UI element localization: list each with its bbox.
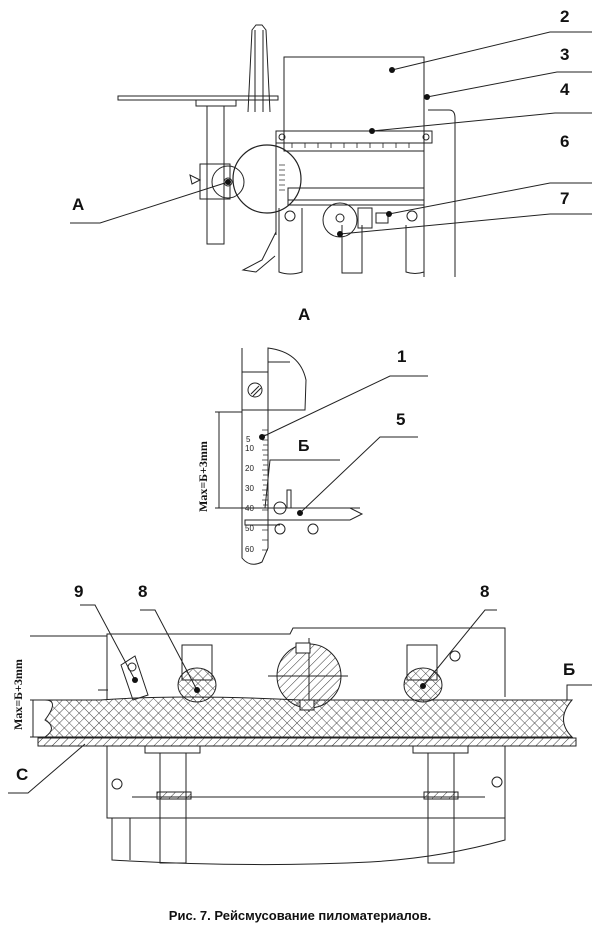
section-max-dimension-label: Max=Б+3mm: [11, 659, 25, 730]
detail-view-a: [215, 347, 364, 565]
figure-caption: Рис. 7. Рейсмусование пиломатериалов.: [168, 908, 432, 923]
housing-2: [283, 56, 425, 152]
top-callout-lines: [70, 31, 592, 235]
section-view: [30, 627, 592, 866]
callout-8-right: 8: [480, 582, 489, 601]
dimension-ref-b: Б: [298, 438, 310, 455]
callout-4: 4: [560, 80, 570, 99]
table-c: [37, 737, 577, 747]
callout-dot-1: [259, 434, 265, 440]
detail-ref-a: А: [72, 195, 84, 214]
scale-tick-10: 10: [245, 444, 254, 453]
max-dimension-label: Max=Б+3mm: [196, 441, 210, 512]
jointer-table: [117, 95, 279, 101]
bar-4: [275, 130, 433, 144]
callout-2: 2: [560, 7, 569, 26]
callout-dot-5: [297, 510, 303, 516]
callout-1: 1: [397, 347, 406, 366]
callout-5: 5: [396, 410, 405, 429]
scale-tick-5: 5: [246, 435, 251, 444]
left-handwheel: [211, 165, 245, 199]
section-ref-b: Б: [563, 660, 575, 679]
callout-dots: [225, 67, 430, 237]
scale-tick-50: 50: [245, 524, 254, 533]
callout-8-left: 8: [138, 582, 147, 601]
knife-9: [120, 655, 149, 701]
detail-title-a: А: [298, 305, 310, 324]
scale-tick-40: 40: [245, 504, 254, 513]
detail-circle-a: [232, 144, 302, 214]
scale-tick-30: 30: [245, 484, 254, 493]
callout-9: 9: [74, 582, 83, 601]
workpiece: [43, 696, 574, 738]
machine-top-view: [117, 24, 456, 277]
switch-6: [375, 212, 389, 224]
left-leg: [206, 105, 225, 245]
callout-3: 3: [560, 45, 569, 64]
callout-6: 6: [560, 132, 569, 151]
scale-tick-20: 20: [245, 464, 254, 473]
table-ref-c: С: [16, 765, 28, 784]
callout-7: 7: [560, 189, 569, 208]
scale-tick-60: 60: [245, 545, 254, 554]
fence-post: [247, 24, 271, 113]
scale-labels: 5 10 20 30 40 50 60: [245, 435, 254, 554]
